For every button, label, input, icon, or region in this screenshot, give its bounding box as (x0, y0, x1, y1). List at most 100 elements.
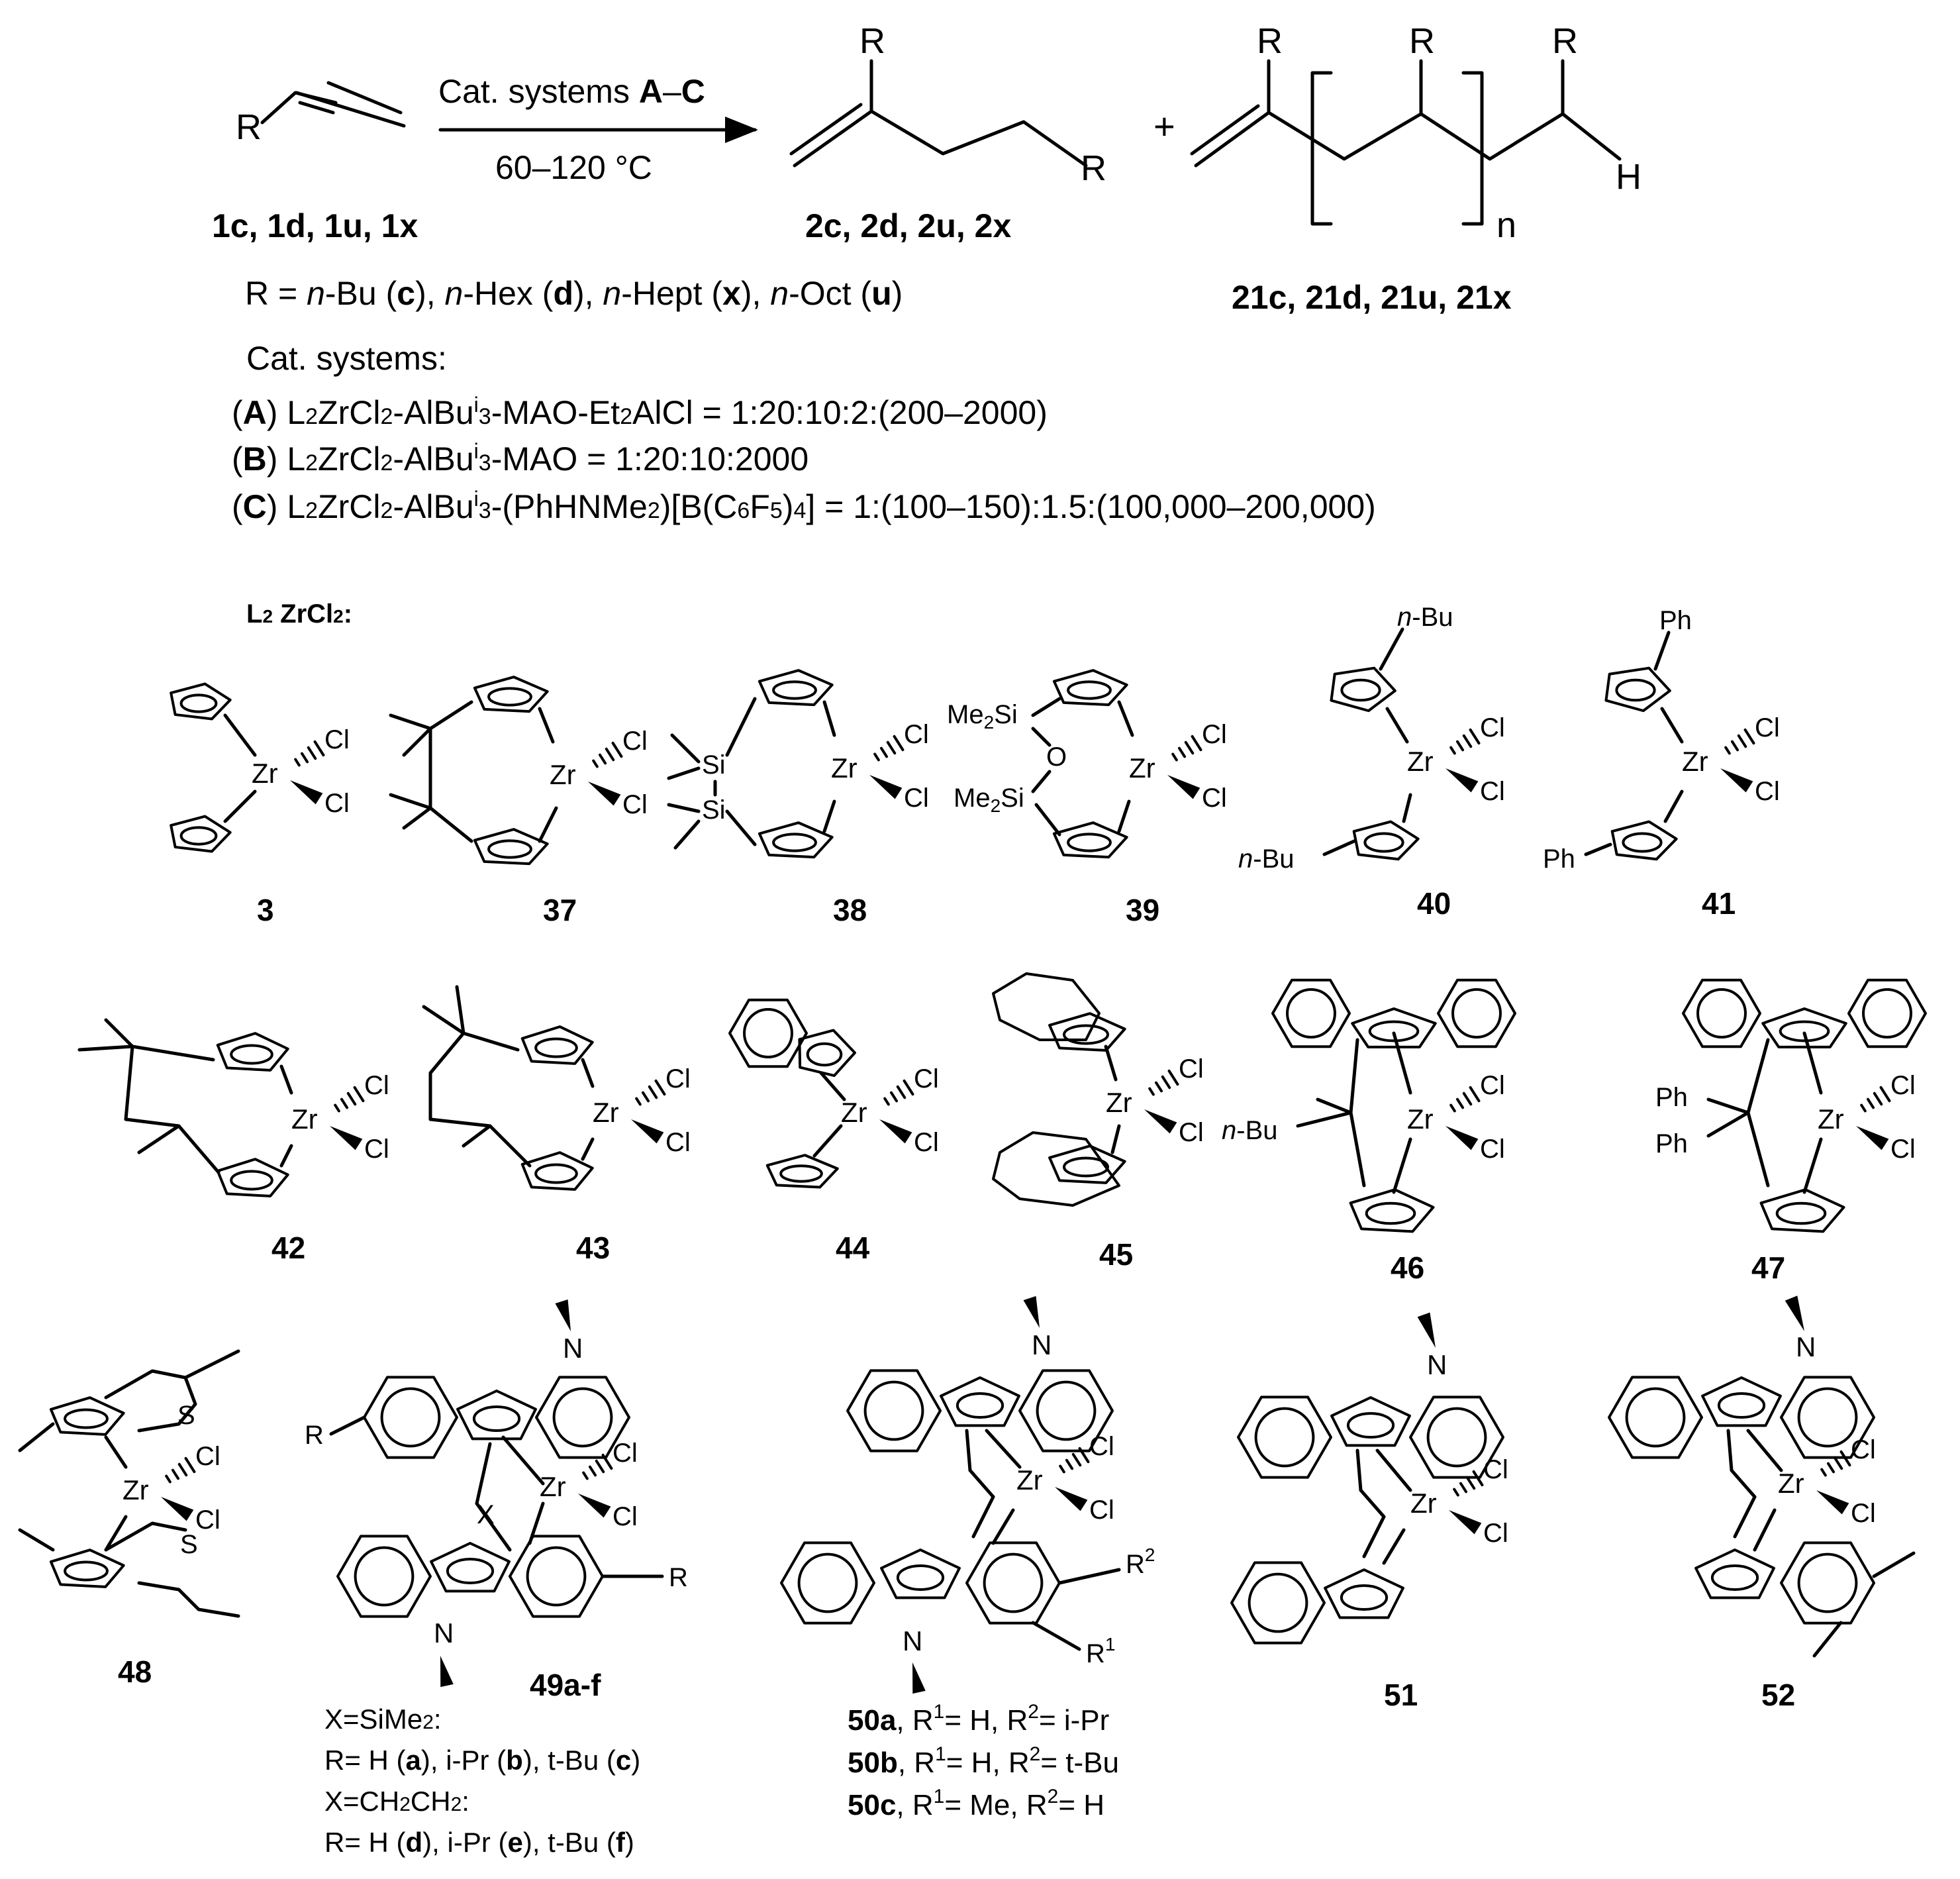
aromatic-circle (1346, 1412, 1395, 1439)
cp-ring (1048, 1012, 1126, 1052)
compound-label: 46 (1391, 1250, 1424, 1285)
zirconium-atom: Zr (593, 1097, 619, 1128)
cp-ring (1610, 820, 1678, 861)
aromatic-circle (1340, 678, 1381, 702)
aromatic-circle (1797, 1387, 1858, 1448)
cp-ring (170, 815, 232, 853)
aromatic-circle (446, 1558, 495, 1584)
benzene-ring (1608, 1376, 1703, 1459)
zirconium-atom: Zr (841, 1097, 867, 1128)
cat-system-A: (A) L2ZrCl2-AlBui3-MAO-Et2AlCl = 1:20:10… (232, 393, 1048, 431)
cp-ring (1604, 666, 1671, 713)
aromatic-circle (863, 1380, 924, 1441)
r-substituent: R (669, 1563, 688, 1592)
zirconium-atom: Zr (1818, 1103, 1844, 1135)
reactant-label: 1c, 1d, 1u, 1x (212, 207, 418, 244)
cp-ring (940, 1376, 1020, 1427)
note-50b: 50b, R1= H, R2= t-Bu (848, 1743, 1119, 1779)
aromatic-circle (1286, 988, 1336, 1039)
compound-label: 52 (1761, 1678, 1795, 1712)
aromatic-circle (1426, 1407, 1487, 1468)
nitrogen-atom: N (434, 1617, 454, 1649)
benzene-ring (1230, 1561, 1326, 1645)
arrow-label-above: Cat. systems A–C (438, 73, 705, 110)
chlorine-atom: Cl (1890, 1135, 1916, 1164)
cp-ring (1352, 820, 1420, 861)
zirconium-atom: Zr (1016, 1464, 1043, 1496)
chlorine-atom: Cl (1480, 1135, 1505, 1164)
nitrogen-atom: N (903, 1625, 922, 1656)
zirconium-atom: Zr (122, 1474, 149, 1505)
aromatic-circle (526, 1546, 587, 1607)
silicon-atom: Si (702, 750, 726, 780)
aromatic-circle (179, 826, 218, 846)
product-dimer: R R (789, 21, 1106, 188)
cp-ring (1351, 1007, 1437, 1048)
cp-ring (473, 676, 549, 713)
cp-ring (1759, 1188, 1845, 1233)
nitrogen-atom: N (1032, 1329, 1052, 1360)
cp-ring (1701, 1376, 1782, 1427)
aromatic-circle (1451, 988, 1502, 1039)
chlorine-atom: Cl (622, 727, 648, 756)
chlorine-atom: Cl (1480, 713, 1505, 742)
product2-n: n (1496, 205, 1516, 245)
compound-label: 51 (1384, 1678, 1418, 1712)
aromatic-circle (354, 1546, 415, 1607)
benzene-ring (1780, 1376, 1875, 1459)
cp-ring (216, 1158, 289, 1197)
cat-systems-heading: Cat. systems: (246, 340, 447, 377)
aromatic-circle (230, 1044, 273, 1065)
zirconium-atom: Zr (1410, 1488, 1437, 1519)
product2-R2: R (1409, 21, 1435, 61)
chlorine-atom: Cl (1851, 1435, 1876, 1464)
reaction-arrow: Cat. systems A–C 60–120 °C (438, 73, 758, 186)
aromatic-circle (1340, 1584, 1389, 1611)
phenyl-substituent: Ph (1655, 1129, 1688, 1158)
aromatic-circle (806, 1042, 843, 1067)
benzene-ring (1409, 1396, 1504, 1479)
aromatic-circle (772, 833, 817, 852)
chlorine-atom: Cl (914, 1064, 939, 1093)
cp-ring (456, 1390, 537, 1441)
chlorine-atom: Cl (612, 1439, 638, 1468)
silicon-atom: Si (702, 795, 726, 825)
aromatic-circle (230, 1170, 273, 1191)
product2-R1: R (1257, 21, 1283, 61)
chlorine-atom: Cl (1089, 1496, 1114, 1525)
zirconium-atom: Zr (540, 1471, 566, 1502)
product2-R3: R (1552, 21, 1578, 61)
chlorine-atom: Cl (904, 720, 929, 749)
cat-system-C: (C) L2ZrCl2-AlBui3-(PhHNMe2)[B(C6F5)4] =… (232, 487, 1376, 525)
compound-label: 48 (118, 1654, 152, 1689)
product2-H: H (1616, 157, 1642, 197)
aromatic-circle (1067, 833, 1112, 852)
benzene-ring (846, 1369, 942, 1452)
benzene-ring (1682, 978, 1761, 1048)
aromatic-circle (487, 839, 532, 859)
cp-ring (473, 828, 549, 866)
note-49-r2: R= H (d), i-Pr (e), t-Bu (f) (324, 1827, 634, 1858)
note-49-r1: R= H (a), i-Pr (b), t-Bu (c) (324, 1745, 640, 1776)
aromatic-circle (1779, 1020, 1830, 1042)
zirconium-atom: Zr (1106, 1087, 1132, 1118)
notes-49: X=SiMe2: R= H (a), i-Pr (b), t-Bu (c) X=… (324, 1703, 640, 1858)
cp-ring (798, 1029, 856, 1078)
cp-ring (765, 1154, 839, 1189)
cp-ring (1048, 1144, 1126, 1184)
notes-50: 50a, R1= H, R2= i-Pr 50b, R1= H, R2= t-B… (848, 1701, 1119, 1821)
aromatic-circle (1862, 988, 1912, 1039)
chlorine-atom: Cl (324, 789, 350, 818)
cp-ring (49, 1549, 125, 1588)
aromatic-circle (983, 1552, 1044, 1613)
compound-label: 44 (836, 1231, 870, 1265)
n-butyl-substituent: n-Bu (1397, 603, 1453, 632)
chlorine-atom: Cl (665, 1064, 691, 1093)
